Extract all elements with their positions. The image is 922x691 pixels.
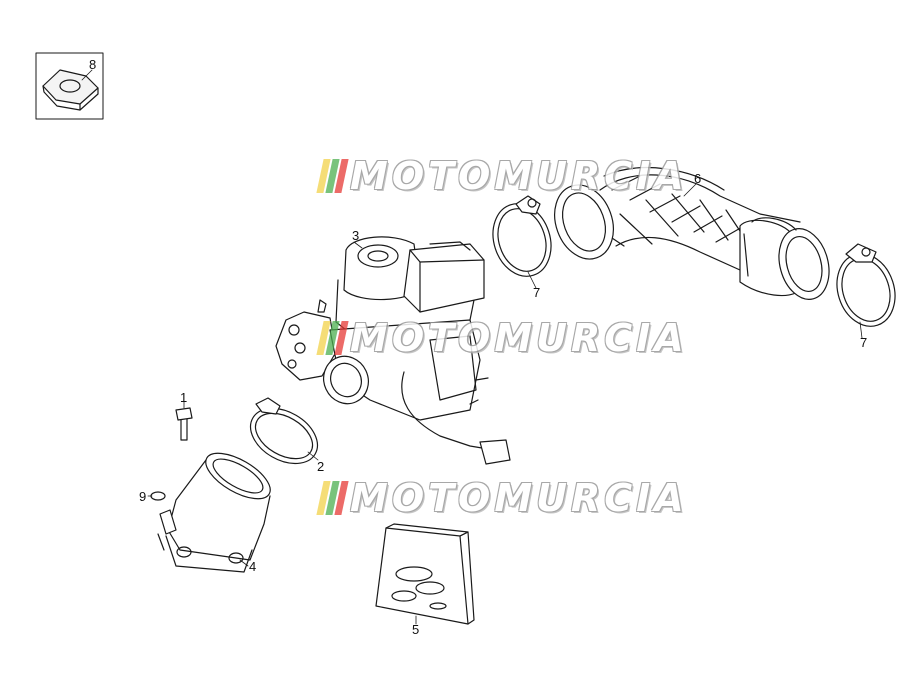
watermark-middle: MOTOMURCIA — [316, 316, 688, 360]
part-6-air-intake-duct — [554, 167, 830, 300]
watermark-logo-bars — [316, 321, 349, 355]
label-part-2: 2 — [317, 459, 325, 474]
label-part-3: 3 — [352, 228, 360, 243]
watermark-bottom: MOTOMURCIA — [316, 476, 688, 520]
part-4-intake-manifold — [157, 452, 271, 573]
label-part-4: 4 — [249, 559, 257, 574]
watermark-top: MOTOMURCIA — [316, 154, 688, 198]
watermark-logo-bars — [316, 481, 349, 515]
part-7-hose-clamp-left — [492, 195, 552, 277]
part-9-small-clip — [150, 491, 166, 501]
leader-lines — [81, 69, 863, 625]
part-2-hose-clamp — [249, 397, 319, 465]
label-part-6: 6 — [694, 171, 702, 186]
label-part-1: 1 — [180, 390, 188, 405]
watermark-text: MOTOMURCIA — [350, 154, 688, 198]
label-part-7-left: 7 — [533, 285, 541, 300]
part-3-carburetor — [275, 236, 511, 465]
part-1-bolt — [175, 407, 193, 441]
part-8-bracket-inset — [35, 52, 104, 120]
label-part-8: 8 — [89, 57, 97, 72]
label-part-5: 5 — [412, 622, 420, 637]
part-7-hose-clamp-right — [836, 243, 896, 327]
watermark-logo-bars — [316, 159, 349, 193]
watermark-text: MOTOMURCIA — [350, 316, 688, 360]
label-part-7-right: 7 — [860, 335, 868, 350]
watermark-text: MOTOMURCIA — [350, 476, 688, 520]
part-5-gasket-kit — [375, 523, 475, 625]
label-part-9: 9 — [139, 489, 147, 504]
